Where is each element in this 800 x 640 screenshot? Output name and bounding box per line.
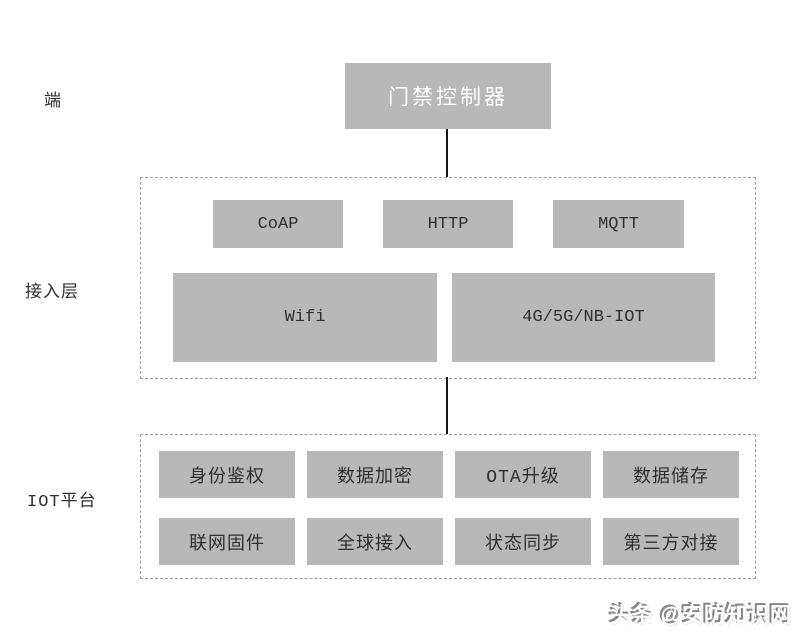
connector-device-to-access [446, 129, 448, 177]
toutiao-watermark: 头条 @安防知识网 [609, 604, 792, 627]
platform-box-global-access: 全球接入 [307, 518, 443, 565]
protocol-box-http: HTTP [383, 200, 513, 248]
tier-label-access-layer: 接入层 [25, 284, 79, 303]
tier-label-iot-platform: IOT平台 [27, 493, 97, 512]
tier-label-device: 端 [44, 93, 62, 112]
access-controller-box: 门禁控制器 [345, 63, 551, 129]
platform-box-identity-auth: 身份鉴权 [159, 451, 295, 498]
protocol-box-mqtt: MQTT [553, 200, 684, 248]
platform-box-networked-firmware: 联网固件 [159, 518, 295, 565]
platform-box-third-party-integration: 第三方对接 [603, 518, 739, 565]
iot-platform-container: 身份鉴权 数据加密 OTA升级 数据储存 联网固件 全球接入 状态同步 第三方对… [140, 434, 756, 579]
protocol-box-coap: CoAP [213, 200, 343, 248]
platform-box-data-encryption: 数据加密 [307, 451, 443, 498]
connector-access-to-platform [446, 377, 448, 434]
access-layer-container: CoAP HTTP MQTT Wifi 4G/5G/NB-IOT [140, 177, 756, 379]
platform-box-data-storage: 数据储存 [603, 451, 739, 498]
network-box-wifi: Wifi [173, 273, 437, 362]
platform-box-status-sync: 状态同步 [455, 518, 591, 565]
platform-box-ota-upgrade: OTA升级 [455, 451, 591, 498]
network-box-cellular: 4G/5G/NB-IOT [452, 273, 715, 362]
